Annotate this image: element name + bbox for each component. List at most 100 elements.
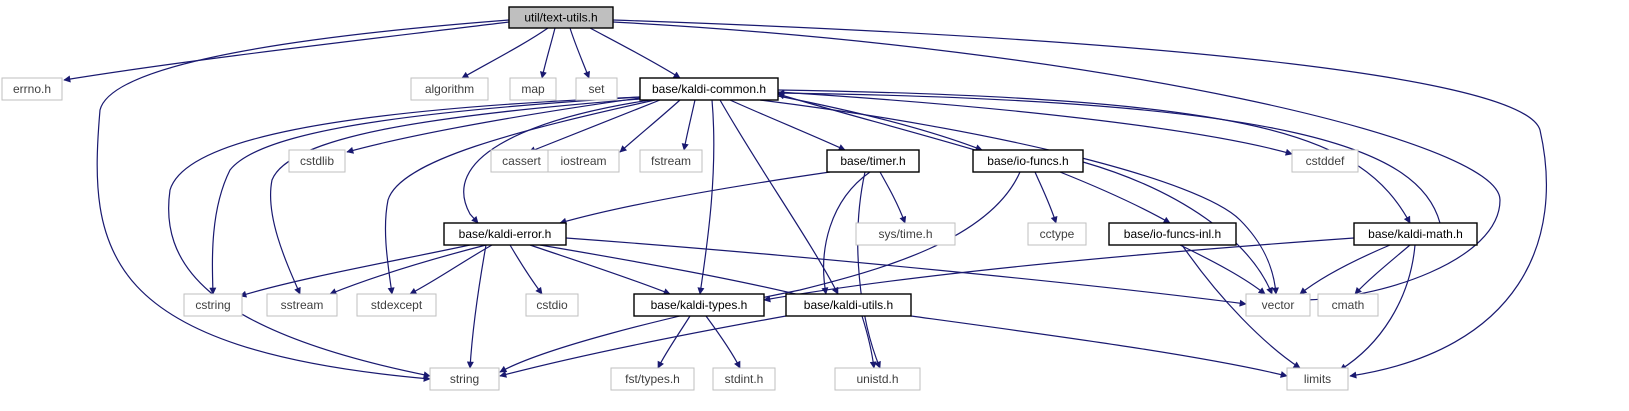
- node-label: vector: [1262, 298, 1295, 312]
- node-box: [1291, 149, 1359, 173]
- node-systime: sys/time.h: [855, 222, 956, 246]
- node-box: [855, 222, 956, 246]
- edge-timer-to-kaldi-error: [559, 171, 831, 225]
- edge-kaldi-error-to-kaldi-types: [529, 244, 671, 295]
- edge-text-utils-to-set: [569, 27, 590, 79]
- edge-kaldi-utils-to-limits: [910, 315, 1288, 378]
- edge-kaldi-common-to-kaldi-error: [463, 99, 651, 224]
- edge-kaldi-error-to-vector: [565, 237, 1247, 307]
- node-label: base/io-funcs-inl.h: [1124, 227, 1221, 241]
- node-label: base/kaldi-error.h: [459, 227, 552, 241]
- edge-kaldi-common-to-cstdlib: [346, 97, 641, 154]
- node-box: [1286, 367, 1349, 391]
- edge-kaldi-common-to-vector: [759, 99, 1279, 295]
- node-stdexcept: stdexcept: [356, 293, 437, 317]
- edge-text-utils-to-algorithm: [461, 27, 549, 79]
- edge-io-funcs-to-cctype: [1034, 171, 1058, 224]
- node-label: util/text-utils.h: [524, 11, 597, 25]
- node-box: [633, 293, 765, 317]
- node-box: [826, 149, 920, 173]
- node-box: [1353, 222, 1478, 246]
- node-box: [785, 293, 912, 317]
- node-box: [1108, 222, 1237, 246]
- node-cctype: cctype: [1027, 222, 1087, 246]
- node-unistd: unistd.h: [834, 367, 921, 391]
- node-label: base/kaldi-types.h: [651, 298, 748, 312]
- edge-kaldi-error-to-stdexcept: [409, 244, 493, 295]
- node-box: [410, 77, 489, 101]
- edge-text-utils-to-errno: [63, 21, 510, 83]
- node-label: stdexcept: [371, 298, 423, 312]
- node-label: base/io-funcs.h: [987, 154, 1068, 168]
- node-box: [443, 222, 567, 246]
- edge-kaldi-common-to-kaldi-types: [697, 99, 715, 295]
- edge-kaldi-common-to-string: [168, 96, 641, 379]
- node-label: string: [450, 372, 479, 386]
- node-box: [509, 77, 557, 101]
- node-label: stdint.h: [725, 372, 764, 386]
- edge-kaldi-error-to-cstring: [239, 244, 471, 298]
- edge-text-utils-to-map: [539, 27, 556, 79]
- node-label: sys/time.h: [878, 227, 932, 241]
- edge-text-utils-to-vector: [612, 21, 1501, 304]
- node-kaldi-utils[interactable]: base/kaldi-utils.h: [785, 293, 912, 317]
- node-cmath: cmath: [1317, 293, 1379, 317]
- node-label: cstring: [195, 298, 230, 312]
- node-kaldi-math[interactable]: base/kaldi-math.h: [1353, 222, 1478, 246]
- node-fstream: fstream: [639, 149, 703, 173]
- edge-kaldi-math-to-cmath: [1354, 244, 1411, 295]
- node-box: [639, 149, 703, 173]
- edge-timer-to-systime: [879, 171, 907, 224]
- node-text-utils: util/text-utils.h: [508, 6, 614, 29]
- node-label: cassert: [502, 154, 541, 168]
- node-label: sstream: [281, 298, 324, 312]
- node-io-funcs[interactable]: base/io-funcs.h: [972, 149, 1084, 173]
- node-iostream: iostream: [547, 149, 620, 173]
- edge-io-funcs-to-string: [499, 171, 1021, 373]
- node-algorithm: algorithm: [410, 77, 489, 101]
- edge-kaldi-utils-to-unistd: [861, 315, 877, 369]
- node-box: [1, 77, 63, 101]
- node-cassert: cassert: [490, 149, 553, 173]
- node-io-funcs-inl[interactable]: base/io-funcs-inl.h: [1108, 222, 1237, 246]
- node-box: [1027, 222, 1087, 246]
- edge-kaldi-common-to-io-funcs: [777, 95, 983, 152]
- node-box: [1245, 293, 1311, 317]
- node-label: cstdlib: [300, 154, 334, 168]
- node-cstdlib: cstdlib: [288, 149, 346, 173]
- edge-kaldi-math-to-kaldi-types: [763, 237, 1355, 303]
- node-label: limits: [1304, 372, 1331, 386]
- node-kaldi-error[interactable]: base/kaldi-error.h: [443, 222, 567, 246]
- node-label: unistd.h: [856, 372, 898, 386]
- node-box: [356, 293, 437, 317]
- edge-kaldi-common-to-cstddef: [777, 91, 1293, 156]
- edge-kaldi-error-to-sstream: [329, 244, 487, 295]
- edge-text-utils-to-kaldi-common: [589, 27, 681, 79]
- edge-kaldi-types-to-stdint: [705, 315, 741, 369]
- edge-text-utils-to-string: [96, 19, 510, 382]
- node-label: map: [521, 82, 545, 96]
- edge-kaldi-error-to-cstdio: [509, 244, 543, 295]
- node-label: cctype: [1040, 227, 1075, 241]
- edge-kaldi-math-to-limits: [1339, 244, 1416, 371]
- edge-kaldi-types-to-fst-types: [657, 315, 691, 369]
- node-box: [639, 77, 779, 101]
- edge-kaldi-common-to-stdexcept: [384, 99, 656, 295]
- node-label: iostream: [560, 154, 606, 168]
- node-fst-types: fst/types.h: [610, 367, 695, 391]
- edge-kaldi-math-to-vector: [1299, 244, 1391, 295]
- node-label: base/kaldi-utils.h: [804, 298, 893, 312]
- edge-kaldi-common-to-kaldi-utils: [719, 99, 839, 295]
- node-timer[interactable]: base/timer.h: [826, 149, 920, 173]
- edge-text-utils-to-limits: [612, 19, 1547, 379]
- node-box: [508, 6, 614, 29]
- edge-kaldi-common-to-kaldi-math: [777, 89, 1411, 224]
- edge-io-funcs-to-vector: [1082, 161, 1273, 295]
- edge-io-funcs-to-kaldi-common: [777, 92, 976, 151]
- node-kaldi-types[interactable]: base/kaldi-types.h: [633, 293, 765, 317]
- edge-kaldi-utils-to-string: [499, 315, 787, 378]
- node-box: [610, 367, 695, 391]
- node-kaldi-common[interactable]: base/kaldi-common.h: [639, 77, 779, 101]
